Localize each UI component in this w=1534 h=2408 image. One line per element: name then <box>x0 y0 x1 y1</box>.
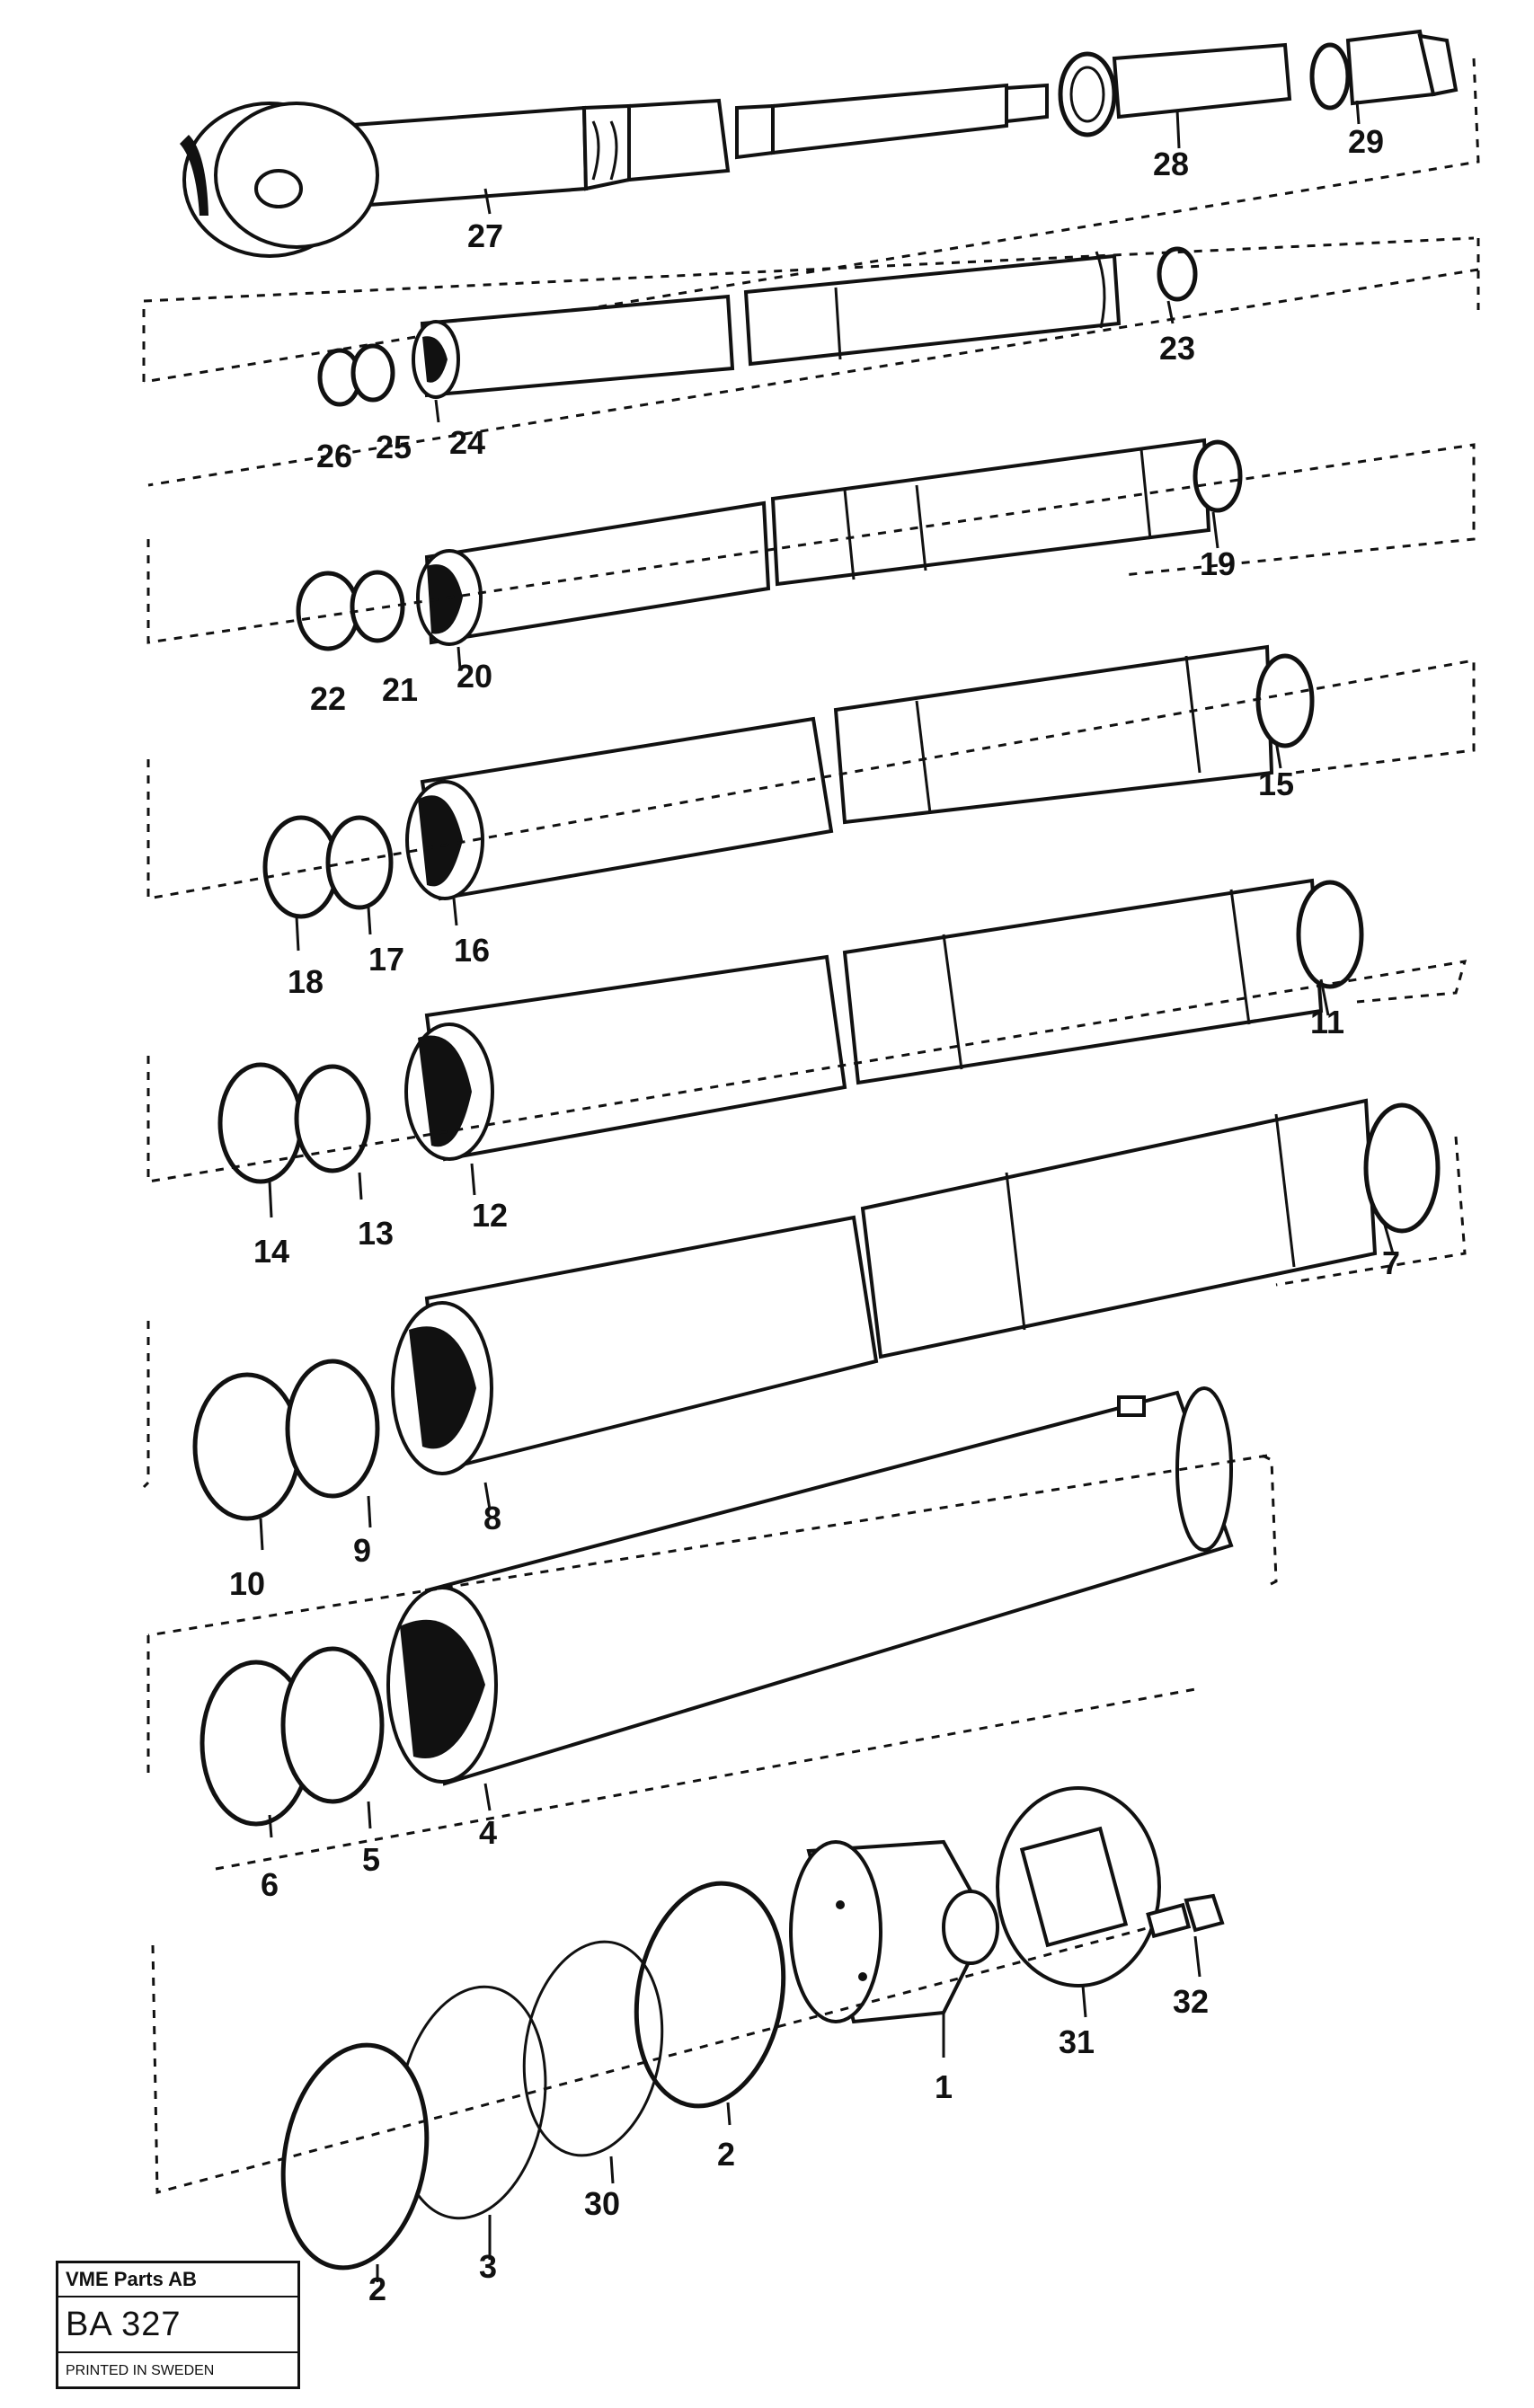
label-4: 4 <box>479 1814 497 1851</box>
stamp-company: VME Parts AB <box>58 2263 297 2297</box>
label-2a: 2 <box>368 2271 386 2307</box>
rings-17-18 <box>262 815 394 919</box>
tube-24 <box>412 246 1198 399</box>
label-10: 10 <box>229 1565 265 1602</box>
label-2b: 2 <box>717 2136 735 2173</box>
label-9: 9 <box>353 1532 371 1569</box>
rings-21-22 <box>296 570 405 651</box>
label-14: 14 <box>253 1233 289 1270</box>
label-20: 20 <box>457 658 492 695</box>
tube-16 <box>405 644 1315 901</box>
rings-9-10 <box>192 1359 380 1521</box>
label-3: 3 <box>479 2248 497 2285</box>
label-7: 7 <box>1382 1244 1400 1281</box>
bushing-28 <box>1058 42 1292 137</box>
label-1: 1 <box>935 2068 953 2105</box>
nut-29 <box>1309 29 1459 111</box>
plate-31 <box>996 1786 1161 1987</box>
end-cap-1 <box>789 1839 999 2024</box>
label-24: 24 <box>449 424 485 461</box>
label-5: 5 <box>362 1841 380 1878</box>
label-12: 12 <box>472 1197 508 1234</box>
tube-12 <box>404 878 1364 1162</box>
rings-13-14 <box>217 1062 371 1184</box>
label-23: 23 <box>1159 330 1195 367</box>
label-16: 16 <box>454 932 490 969</box>
label-6: 6 <box>261 1866 279 1903</box>
label-27: 27 <box>467 217 503 254</box>
stamp-code: BA 327 <box>58 2297 297 2353</box>
label-13: 13 <box>358 1215 394 1252</box>
rod-assembly-27 <box>180 83 1049 258</box>
label-15: 15 <box>1258 766 1294 802</box>
o-ring-2a <box>280 2042 430 2271</box>
label-18: 18 <box>288 963 324 1000</box>
label-25: 25 <box>376 429 412 465</box>
label-8: 8 <box>483 1500 501 1536</box>
tube-20 <box>416 438 1243 646</box>
barrel-4 <box>386 1386 1234 1786</box>
o-ring-2b <box>634 1881 786 2109</box>
label-11: 11 <box>1310 1004 1344 1040</box>
label-21: 21 <box>382 671 418 708</box>
bolt-32 <box>1146 1893 1225 1939</box>
rings-25-26 <box>317 343 395 407</box>
label-17: 17 <box>368 941 404 978</box>
label-26: 26 <box>316 438 352 474</box>
snap-ring-30 <box>522 1940 664 2157</box>
stamp-printed: PRINTED IN SWEDEN <box>66 2363 215 2378</box>
label-30: 30 <box>584 2185 620 2222</box>
label-31: 31 <box>1059 2023 1095 2060</box>
label-22: 22 <box>310 680 346 717</box>
title-stamp: VME Parts AB BA 327 PRINTED IN SWEDEN <box>56 2261 300 2389</box>
label-32: 32 <box>1173 1983 1209 2020</box>
rings-5-6 <box>200 1646 385 1827</box>
label-28: 28 <box>1153 146 1189 182</box>
tube-8 <box>391 1098 1441 1475</box>
label-19: 19 <box>1200 545 1236 582</box>
label-29: 29 <box>1348 123 1384 160</box>
